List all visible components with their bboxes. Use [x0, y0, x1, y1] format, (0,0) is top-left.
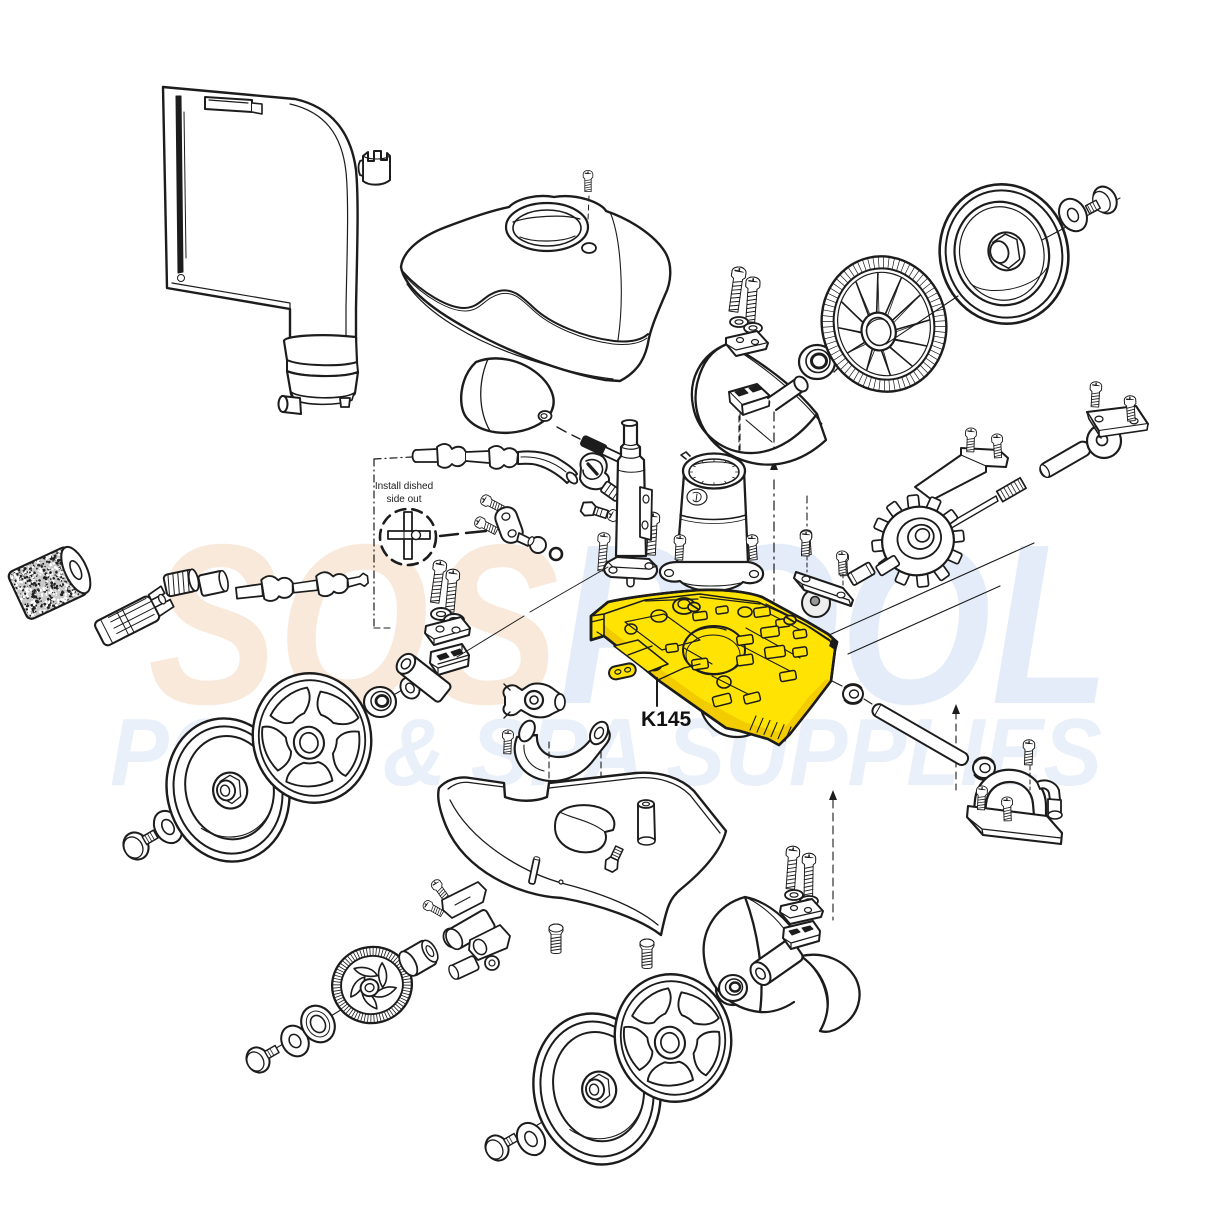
svg-text:Install dished: Install dished [375, 481, 433, 492]
svg-text:side out: side out [386, 494, 421, 505]
svg-text:K145: K145 [641, 708, 692, 731]
